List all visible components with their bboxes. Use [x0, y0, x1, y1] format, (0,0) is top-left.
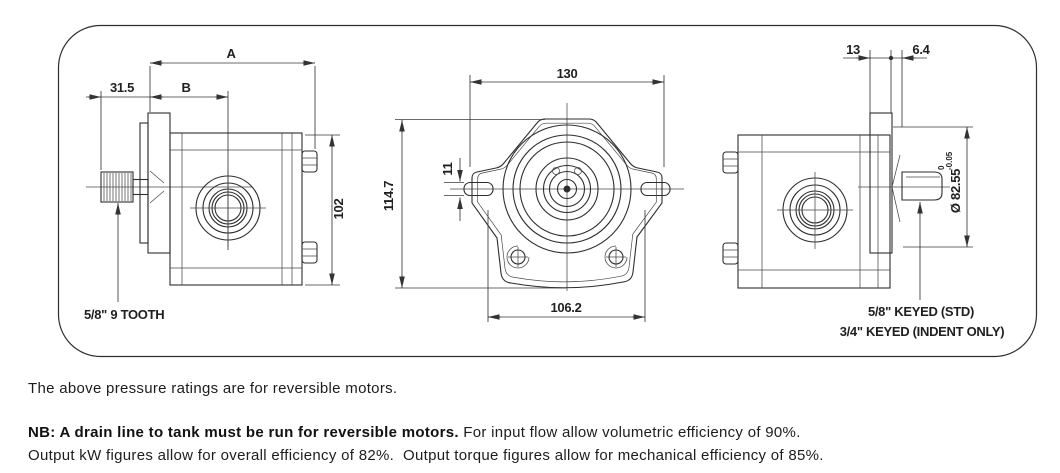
spline-shaft-label: 5/8" 9 TOOTH: [84, 307, 164, 322]
front-view: [450, 103, 684, 291]
motor-body-right: [737, 134, 891, 289]
bolt-bosses-right: [722, 151, 739, 265]
dim-label-diameter: Ø 82.55: [948, 169, 963, 213]
keyed-indent-label: 3/4" KEYED (INDENT ONLY): [840, 324, 1005, 339]
bolt-holes-front: [506, 245, 628, 269]
dim-label-6-4: 6.4: [912, 42, 930, 57]
drain-note: NB: A drain line to tank must be run for…: [28, 421, 1043, 467]
technical-drawing: A B 31.5 102 5/8" 9 TOOTH: [57, 24, 1038, 358]
keyed-std-label: 5/8" KEYED (STD): [868, 304, 974, 319]
shaft-circles-front: [502, 124, 632, 254]
dim-tolerance-high: 0: [937, 165, 946, 170]
dim-label-b: B: [181, 80, 190, 95]
dim-label-11: 11: [440, 162, 455, 175]
left-view-dimensions: A B 31.5 102 5/8" 9 TOOTH: [84, 46, 346, 322]
dim-label-31-5: 31.5: [110, 80, 134, 95]
front-view-dimensions: 130 114.7 11 106.2: [381, 66, 665, 322]
motor-body-left: [169, 132, 303, 286]
side-view-left: [86, 112, 318, 286]
right-view-dimensions: 13 6.4 Ø 82.55 0 -0.05 5/8" KEYED (STD) …: [840, 42, 1005, 339]
drain-note-bold: NB: A drain line to tank must be run for…: [28, 424, 459, 441]
dim-tolerance-low: -0.05: [945, 151, 954, 170]
drain-note-rest: For input flow allow volumetric efficien…: [463, 424, 801, 441]
dim-label-13: 13: [846, 42, 860, 57]
dim-label-130: 130: [557, 66, 578, 81]
efficiency-note: Output kW figures allow for overall effi…: [28, 447, 824, 464]
dim-label-114-7: 114.7: [381, 181, 396, 211]
dim-label-a: A: [226, 46, 236, 61]
keyed-shaft: [901, 171, 943, 201]
side-view-right: [722, 112, 950, 289]
drawing-border: [57, 24, 1038, 358]
bolt-bosses-left: [301, 150, 318, 264]
mount-slots: [463, 181, 671, 197]
port-circles-right: [777, 172, 853, 249]
mount-flange-left: [139, 122, 149, 244]
mount-flange-right: [869, 112, 893, 254]
dim-label-102: 102: [331, 199, 346, 220]
pressure-note: The above pressure ratings are for rever…: [28, 380, 398, 397]
dim-label-106-2: 106.2: [550, 300, 581, 315]
